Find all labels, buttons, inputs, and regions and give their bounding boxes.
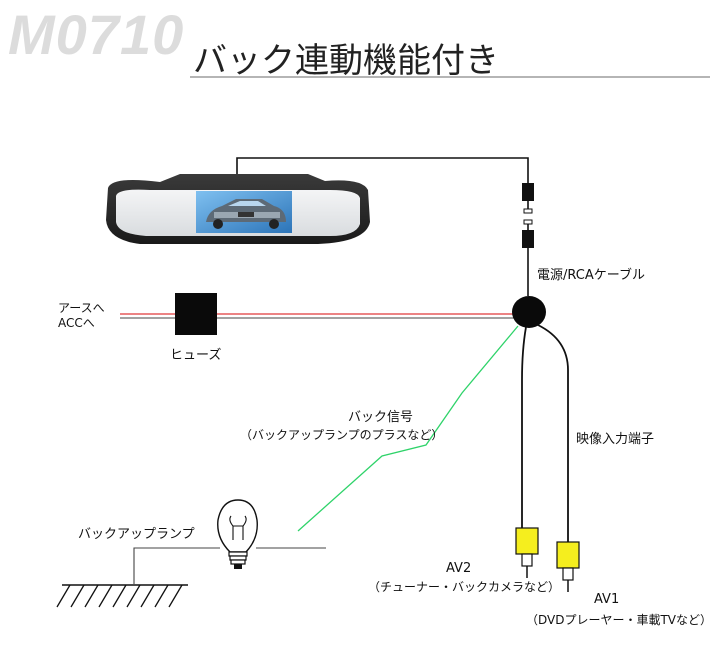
av1-cable [537,324,569,542]
monitor-screen [196,191,292,233]
backup-lamp-label: バックアップランプ [78,527,195,542]
power-rca-cable-label: 電源/RCAケーブル [537,268,645,283]
reverse-signal-note: （バックアップランプのプラスなど） [240,428,444,442]
fuse-box [175,293,217,335]
av2-note: （チューナー・バックカメラなど） [368,580,561,594]
reverse-signal-label: バック信号 [348,410,414,425]
ground-label: アースへ [58,301,105,315]
model-name: M0710 [8,3,185,66]
reverse-signal-wire [297,325,519,532]
inline-connector-1 [522,183,534,214]
junction-hub [512,296,546,328]
av2-label: AV2 [446,561,472,576]
inline-connector-2 [522,219,534,248]
ground-symbol [56,584,188,608]
page-title: バック連動機能付き [193,41,499,81]
av1-label: AV1 [594,592,620,607]
mirror-monitor [106,174,370,244]
acc-label: ACCへ [58,316,95,330]
backup-lamp-bulb [217,499,258,569]
video-input-label: 映像入力端子 [576,432,655,447]
av2-rca-plug [515,527,539,578]
av2-cable [521,326,527,528]
lamp-ground-wire [133,547,220,584]
av1-rca-plug [556,541,580,592]
mirror-cable [236,157,529,183]
fuse-label: ヒューズ [170,348,222,363]
av1-note: （DVDプレーヤー・車載TVなど） [526,613,713,627]
